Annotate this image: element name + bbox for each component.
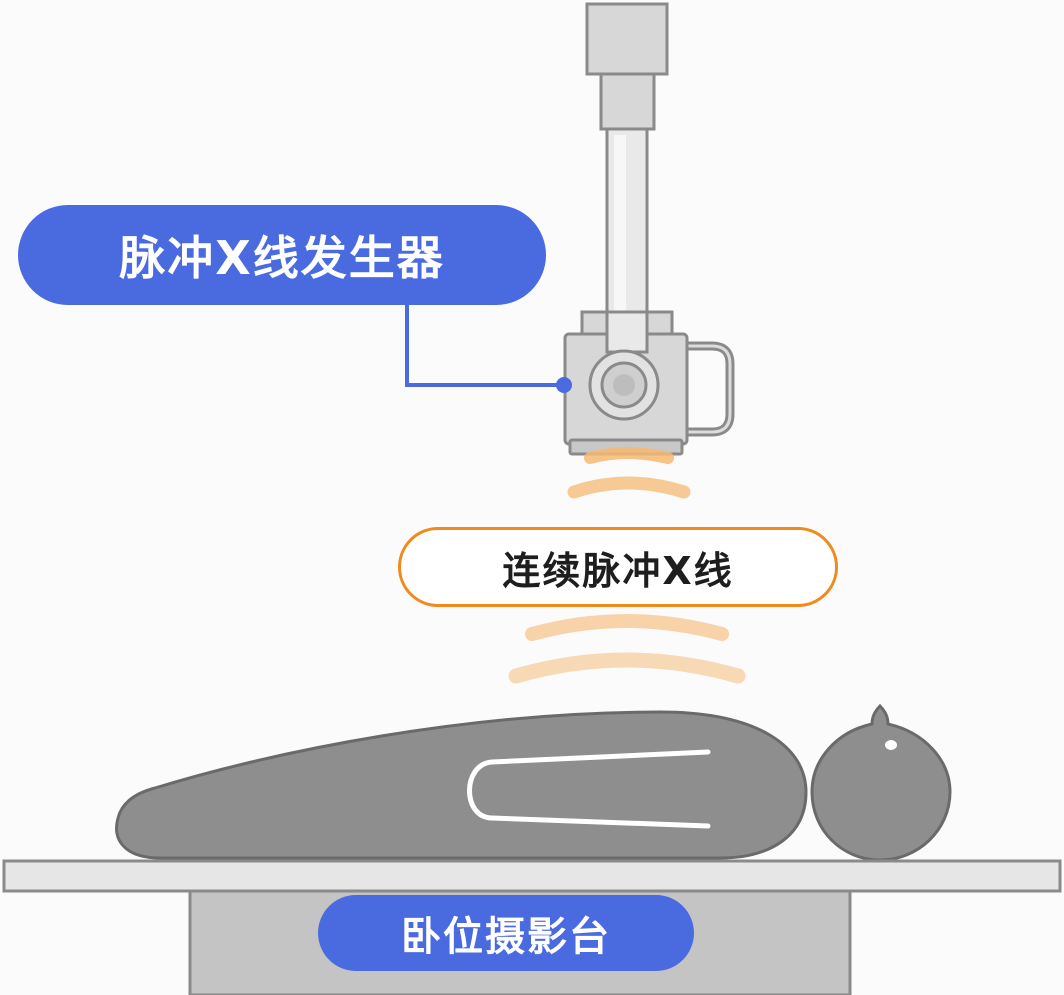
generator-connector-line	[405, 304, 563, 387]
tube-handle-inner	[684, 344, 732, 434]
patient-ear	[885, 740, 897, 750]
wave-arc-2	[567, 476, 691, 499]
pulse-xray-label: 连续脉冲X线	[398, 527, 838, 607]
table-top	[2, 859, 1062, 893]
tube-rotor-core	[613, 374, 635, 396]
patient-arm	[467, 749, 711, 829]
xray-waves	[508, 447, 746, 684]
column-overlap	[605, 310, 649, 354]
ceiling-arm	[585, 2, 669, 346]
wave-arc-4	[508, 652, 746, 684]
patient-figure	[115, 703, 952, 862]
ceiling-mount	[585, 2, 669, 76]
shaft-highlight	[614, 135, 626, 335]
tube-handle	[681, 341, 735, 437]
generator-connector-dot	[556, 377, 572, 393]
table-label: 卧位摄影台	[318, 895, 694, 971]
wave-arc-1	[584, 447, 674, 464]
patient-body	[115, 710, 808, 860]
column-joint	[599, 72, 656, 131]
wave-arc-3	[525, 614, 729, 641]
xray-tube-head	[563, 310, 735, 456]
generator-label: 脉冲X线发生器	[18, 205, 546, 305]
patient-head	[810, 703, 952, 862]
